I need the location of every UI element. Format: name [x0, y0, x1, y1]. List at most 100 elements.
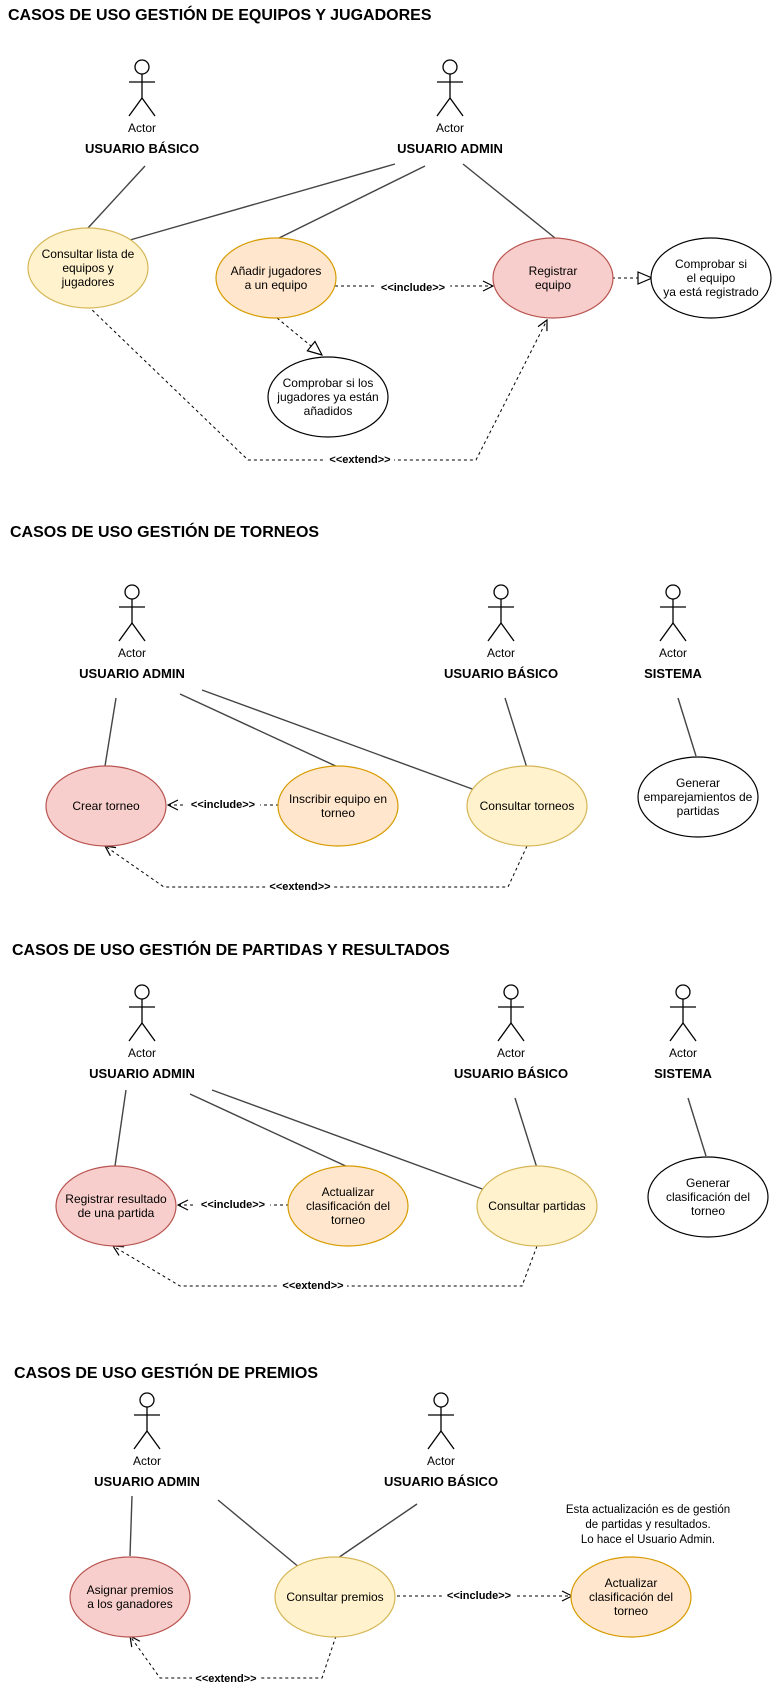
assoc-basico-consultar-torneos	[504, 697, 528, 769]
usecase-inscribir-equipo-label: Inscribir equipo en	[289, 792, 387, 806]
assoc-basico-consultar-premios	[334, 1503, 418, 1561]
usecase-consultar-premios-label: Consultar premios	[286, 1590, 383, 1604]
usecase-actualizar-clasificacion-label: torneo	[331, 1213, 365, 1227]
assoc-admin-consultar-partidas	[211, 1089, 486, 1191]
assoc-sistema-generar	[677, 697, 697, 757]
usecase-consultar-premios[interactable]: Consultar premios	[274, 1556, 396, 1638]
usecase-generar-clasificacion-label: clasificación del	[666, 1190, 750, 1204]
usecase-anadir-jugadores-label: Añadir jugadores	[231, 264, 322, 278]
usecase-comprobar-jugadores-label: jugadores ya están	[276, 390, 378, 404]
note-text: Lo hace el Usuario Admin.	[581, 1534, 715, 1546]
assoc-admin-anadir	[274, 165, 426, 241]
partidas-admin-actor-name: USUARIO ADMIN	[89, 1066, 195, 1081]
include-label-equipos: <<include>>	[381, 282, 445, 294]
include-label-equipos-bg	[375, 282, 451, 294]
usecase-consultar-partidas-label: Consultar partidas	[488, 1199, 585, 1213]
usecase-consultar-lista-label: Consultar lista de	[42, 247, 135, 261]
usecase-generar-emparejamientos-label: Generar	[676, 776, 720, 790]
actor-caption: Actor	[128, 1046, 156, 1060]
premios-admin-actor-name: USUARIO ADMIN	[94, 1474, 200, 1489]
assoc-admin-consultar-premios	[217, 1499, 301, 1569]
partidas-basico-actor-name: USUARIO BÁSICO	[454, 1066, 568, 1081]
usecase-anadir-jugadores-label: a un equipo	[245, 278, 308, 292]
section-title-equipos: CASOS DE USO GESTIÓN DE EQUIPOS Y JUGADO…	[8, 5, 432, 24]
actor-caption: Actor	[427, 1454, 455, 1468]
assoc-admin-consultar-torneos	[201, 689, 476, 791]
usecase-asignar-premios-label: Asignar premios	[87, 1583, 174, 1597]
usecase-generar-clasificacion-label: Generar	[686, 1176, 730, 1190]
actor-caption: Actor	[128, 121, 156, 135]
actor-caption: Actor	[669, 1046, 697, 1060]
usecase-consultar-partidas[interactable]: Consultar partidas	[476, 1165, 598, 1247]
usecase-crear-torneo-label: Crear torneo	[72, 799, 140, 813]
usecase-comprobar-jugadores-label: Comprobar si los	[283, 376, 374, 390]
usecase-comprobar-jugadores-label: añadidos	[304, 404, 353, 418]
usecase-actualizar-clasificacion-premios-label: clasificación del	[589, 1590, 673, 1604]
extend-label-premios: <<extend>>	[195, 1673, 256, 1685]
extend-label-equipos-bg	[326, 454, 394, 466]
premios-admin-actor-icon	[139, 1392, 155, 1408]
assoc-admin-inscribir	[179, 693, 341, 769]
equipos-basico-actor-icon	[134, 59, 150, 75]
usecase-generar-clasificacion-label: torneo	[691, 1204, 725, 1218]
equipos-basico-actor-name: USUARIO BÁSICO	[85, 141, 199, 156]
actor-caption: Actor	[487, 646, 515, 660]
extend-consultar-crear	[105, 846, 528, 888]
usecase-registrar-equipo-label: Registrar	[529, 264, 578, 278]
assoc-sistema-generar-clasificacion	[687, 1097, 707, 1157]
include-label-partidas-bg	[195, 1199, 271, 1211]
usecase-consultar-lista-label: equipos y	[62, 261, 113, 275]
torneos-basico-actor-icon	[493, 584, 509, 600]
include-label-premios-bg	[441, 1590, 517, 1602]
include-label-torneos-bg	[185, 799, 261, 811]
extend-label-partidas: <<extend>>	[282, 1280, 343, 1292]
assoc-admin-crear	[104, 697, 117, 767]
note-text: Esta actualización es de gestión	[566, 1504, 730, 1516]
actor-caption: Actor	[497, 1046, 525, 1060]
usecase-inscribir-equipo-label: torneo	[321, 806, 355, 820]
usecase-comprobar-equipo-label: Comprobar si	[675, 257, 747, 271]
usecase-asignar-premios-label: a los ganadores	[87, 1597, 172, 1611]
usecase-actualizar-clasificacion-label: clasificación del	[306, 1199, 390, 1213]
note-text: de partidas y resultados.	[585, 1519, 710, 1531]
usecase-actualizar-clasificacion-premios-label: Actualizar	[605, 1576, 658, 1590]
torneos-basico-actor-name: USUARIO BÁSICO	[444, 666, 558, 681]
partidas-sistema-actor-icon	[675, 984, 691, 1000]
usecase-crear-torneo[interactable]: Crear torneo	[45, 765, 167, 847]
torneos-sistema-actor-icon	[665, 584, 681, 600]
usecase-consultar-lista-label: jugadores	[61, 275, 115, 289]
usecase-generar-emparejamientos-label: emparejamientos de	[644, 790, 753, 804]
partidas-basico-actor-icon	[503, 984, 519, 1000]
assoc-admin-registrar	[462, 163, 556, 239]
extend-label-partidas-bg	[279, 1280, 347, 1292]
partidas-admin-actor-icon	[134, 984, 150, 1000]
assoc-admin-asignar	[129, 1495, 133, 1557]
usecase-consultar-torneos[interactable]: Consultar torneos	[466, 765, 588, 847]
usecase-actualizar-clasificacion-label: Actualizar	[322, 1185, 375, 1199]
actor-caption: Actor	[659, 646, 687, 660]
torneos-admin-actor-name: USUARIO ADMIN	[79, 666, 185, 681]
